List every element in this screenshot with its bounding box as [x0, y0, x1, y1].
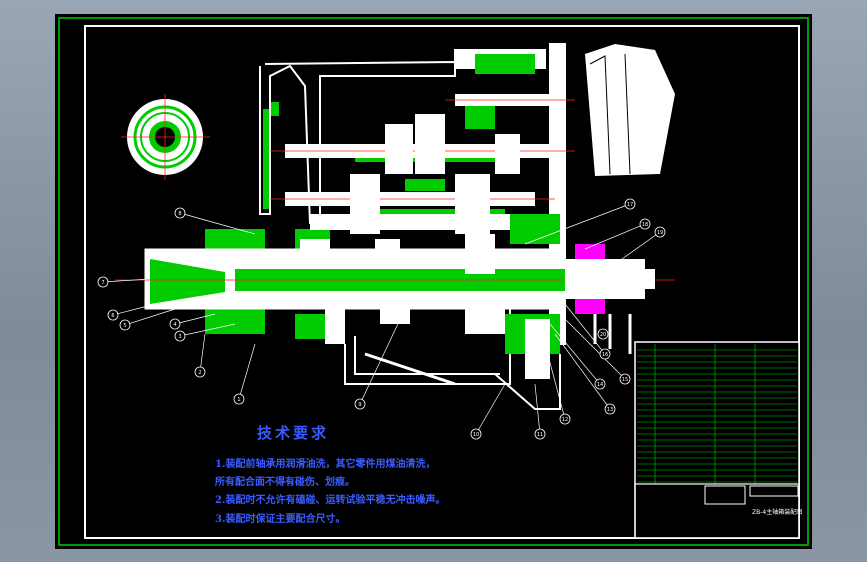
svg-text:20: 20 — [600, 332, 606, 338]
balloon-10: 10 — [470, 428, 482, 440]
balloon-13: 13 — [604, 403, 616, 415]
balloon-18: 18 — [639, 218, 651, 230]
svg-text:1: 1 — [237, 397, 240, 403]
svg-text:8: 8 — [178, 211, 181, 217]
svg-text:5: 5 — [123, 323, 126, 329]
balloon-12: 12 — [559, 413, 571, 425]
svg-text:17: 17 — [627, 202, 633, 208]
outer-border — [58, 17, 809, 546]
svg-text:14: 14 — [597, 382, 603, 388]
svg-text:6: 6 — [111, 313, 114, 319]
tech-line-1: 1.装配前轴承用润滑油洗，其它零件用煤油清洗， — [215, 459, 436, 470]
balloon-17: 17 — [624, 198, 636, 210]
svg-text:11: 11 — [537, 432, 543, 438]
inner-border — [84, 25, 800, 539]
tech-requirements-title: 技术要求 — [257, 424, 330, 442]
balloon-9: 9 — [354, 398, 366, 410]
balloon-11: 11 — [534, 428, 546, 440]
gears — [300, 114, 550, 379]
balloon-19: 19 — [654, 226, 666, 238]
balloon-20: 20 — [597, 328, 609, 340]
balloon-1: 1 — [233, 393, 245, 405]
balloon-8: 8 — [174, 207, 186, 219]
svg-text:3: 3 — [178, 334, 181, 340]
svg-text:4: 4 — [173, 322, 176, 328]
svg-text:12: 12 — [562, 417, 568, 423]
svg-text:15: 15 — [622, 377, 628, 383]
balloon-3: 3 — [174, 330, 186, 342]
balloon-16: 16 — [599, 348, 611, 360]
svg-text:13: 13 — [607, 407, 613, 413]
svg-text:2: 2 — [198, 370, 201, 376]
title-block — [634, 341, 800, 539]
lower-linkage — [364, 314, 632, 386]
svg-text:9: 9 — [358, 402, 361, 408]
tech-line-4: 3.装配时保证主要配合尺寸。 — [215, 514, 346, 525]
balloon-15: 15 — [619, 373, 631, 385]
drawing-name: ZB-4主轴箱装配图 — [752, 509, 803, 516]
pulley-end-view — [121, 94, 210, 180]
tech-line-3: 2.装配时不允许有磕碰、运转试验平稳无冲击噪声。 — [215, 495, 446, 506]
leader-lines — [102, 203, 661, 435]
svg-text:7: 7 — [101, 280, 104, 286]
tech-line-2: 所有配合面不得有碰伤、划痕。 — [215, 477, 355, 488]
svg-text:19: 19 — [657, 230, 663, 236]
balloon-2: 2 — [194, 366, 206, 378]
svg-text:18: 18 — [642, 222, 648, 228]
svg-text:10: 10 — [473, 432, 479, 438]
balloon-14: 14 — [594, 378, 606, 390]
balloon-7: 7 — [97, 276, 109, 288]
balloon-6: 6 — [107, 309, 119, 321]
balloon-4: 4 — [169, 318, 181, 330]
svg-text:16: 16 — [602, 352, 608, 358]
motor — [585, 44, 675, 176]
balloon-5: 5 — [119, 319, 131, 331]
